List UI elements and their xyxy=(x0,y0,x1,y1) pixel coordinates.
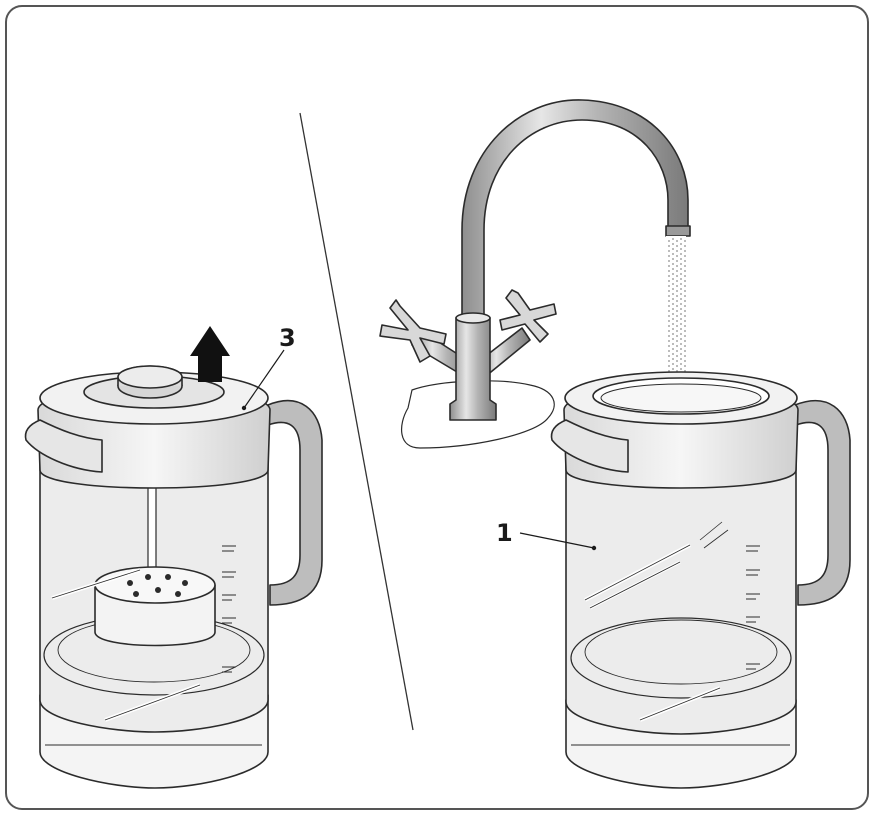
up-arrow-icon xyxy=(190,326,230,382)
left-jug-handle xyxy=(267,399,323,606)
faucet xyxy=(379,99,691,449)
faucet-body xyxy=(449,317,497,421)
divider-line xyxy=(299,112,414,731)
water-stream xyxy=(666,236,686,396)
left-scale-marks xyxy=(222,545,236,673)
right-jug xyxy=(550,371,851,789)
left-jug xyxy=(24,365,323,789)
faucet-left-cross xyxy=(379,299,447,363)
callout-1-leader xyxy=(519,532,595,549)
right-jug-glass xyxy=(565,439,797,735)
left-filter-top xyxy=(94,566,216,604)
right-scale-marks xyxy=(746,545,760,670)
callout-1-label: 1 xyxy=(496,519,513,547)
right-jug-handle xyxy=(794,399,851,606)
left-jug-spout xyxy=(24,419,103,473)
callout-3-leader xyxy=(243,349,285,409)
callout-3-label: 3 xyxy=(279,324,296,352)
faucet-right-cross xyxy=(499,289,557,343)
left-filter-rod xyxy=(147,484,157,578)
right-jug-spout xyxy=(550,419,629,473)
